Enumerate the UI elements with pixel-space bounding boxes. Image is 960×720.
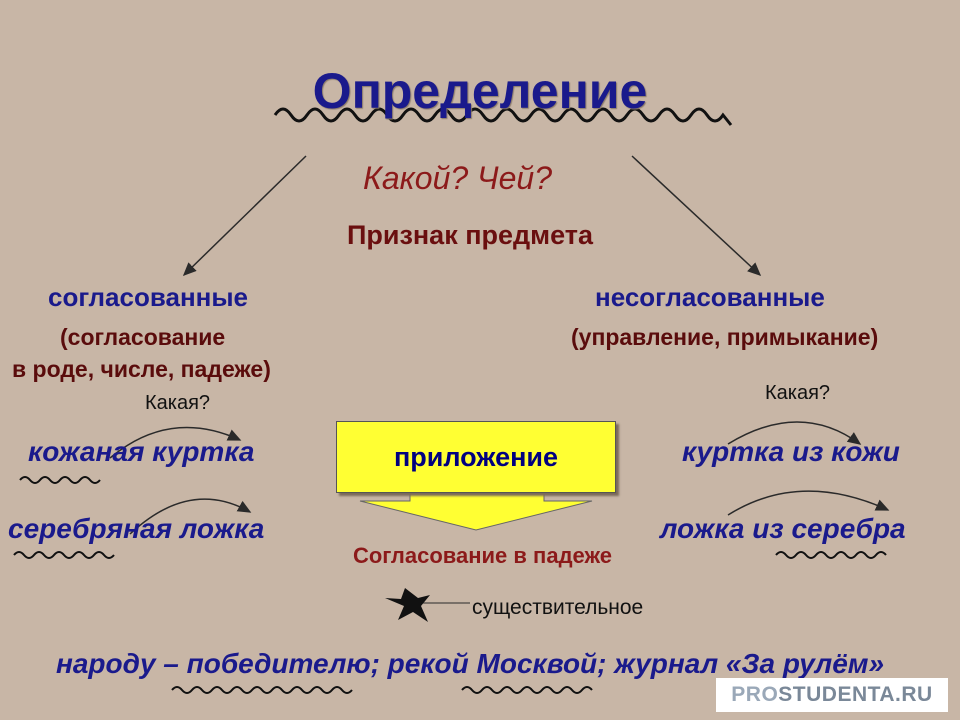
- apposition-label: приложение: [393, 441, 559, 472]
- wavy-underline-rp2: [775, 551, 887, 559]
- wavy-underline-examples-1: [171, 686, 353, 694]
- unagreed-example-2: ложка из серебра: [660, 513, 906, 544]
- question-arc-right-2: [727, 490, 890, 516]
- agreed-heading: согласованные: [48, 282, 249, 312]
- apposition-examples: народу – победителю; рекой Москвой; журн…: [55, 648, 885, 679]
- unagreed-note: (управление, примыкание): [571, 324, 879, 350]
- agreed-note-line2: в роде, числе, падеже): [12, 356, 271, 382]
- question-arc-right: [727, 421, 862, 445]
- unagreed-question: Какая?: [765, 382, 831, 404]
- unagreed-heading: несогласованные: [595, 282, 825, 312]
- question-arc-left-2: [129, 498, 252, 535]
- wavy-underline-lp1: [19, 476, 101, 484]
- noun-label: существительное: [472, 596, 644, 619]
- question-arc-left: [109, 426, 242, 459]
- definition-feature: Признак предмета: [346, 220, 594, 250]
- arrow-left: [182, 155, 307, 277]
- agreed-example-1: кожаная куртка: [28, 436, 255, 467]
- watermark-pro: PRO: [731, 683, 779, 706]
- wavy-underline-lp2: [13, 551, 115, 559]
- agreed-example-2: серебряная ложка: [8, 513, 265, 544]
- wavy-underline-examples-2: [461, 686, 593, 694]
- arrow-right: [631, 155, 762, 277]
- definition-question: Какой? Чей?: [363, 160, 552, 196]
- case-agreement-label: Согласование в падеже: [352, 543, 613, 568]
- title-wavy-underline: [273, 107, 733, 126]
- agreed-note-line1: (согласование: [60, 324, 226, 350]
- diagram-title: Определение: [312, 63, 648, 119]
- apposition-box: приложение: [336, 421, 616, 493]
- star-burst-icon: [385, 588, 430, 622]
- watermark-site: STUDENTA.RU: [778, 683, 933, 706]
- agreed-question: Какая?: [145, 392, 211, 414]
- unagreed-example-1: куртка из кожи: [682, 436, 900, 467]
- down-arrow-shape: [359, 490, 593, 531]
